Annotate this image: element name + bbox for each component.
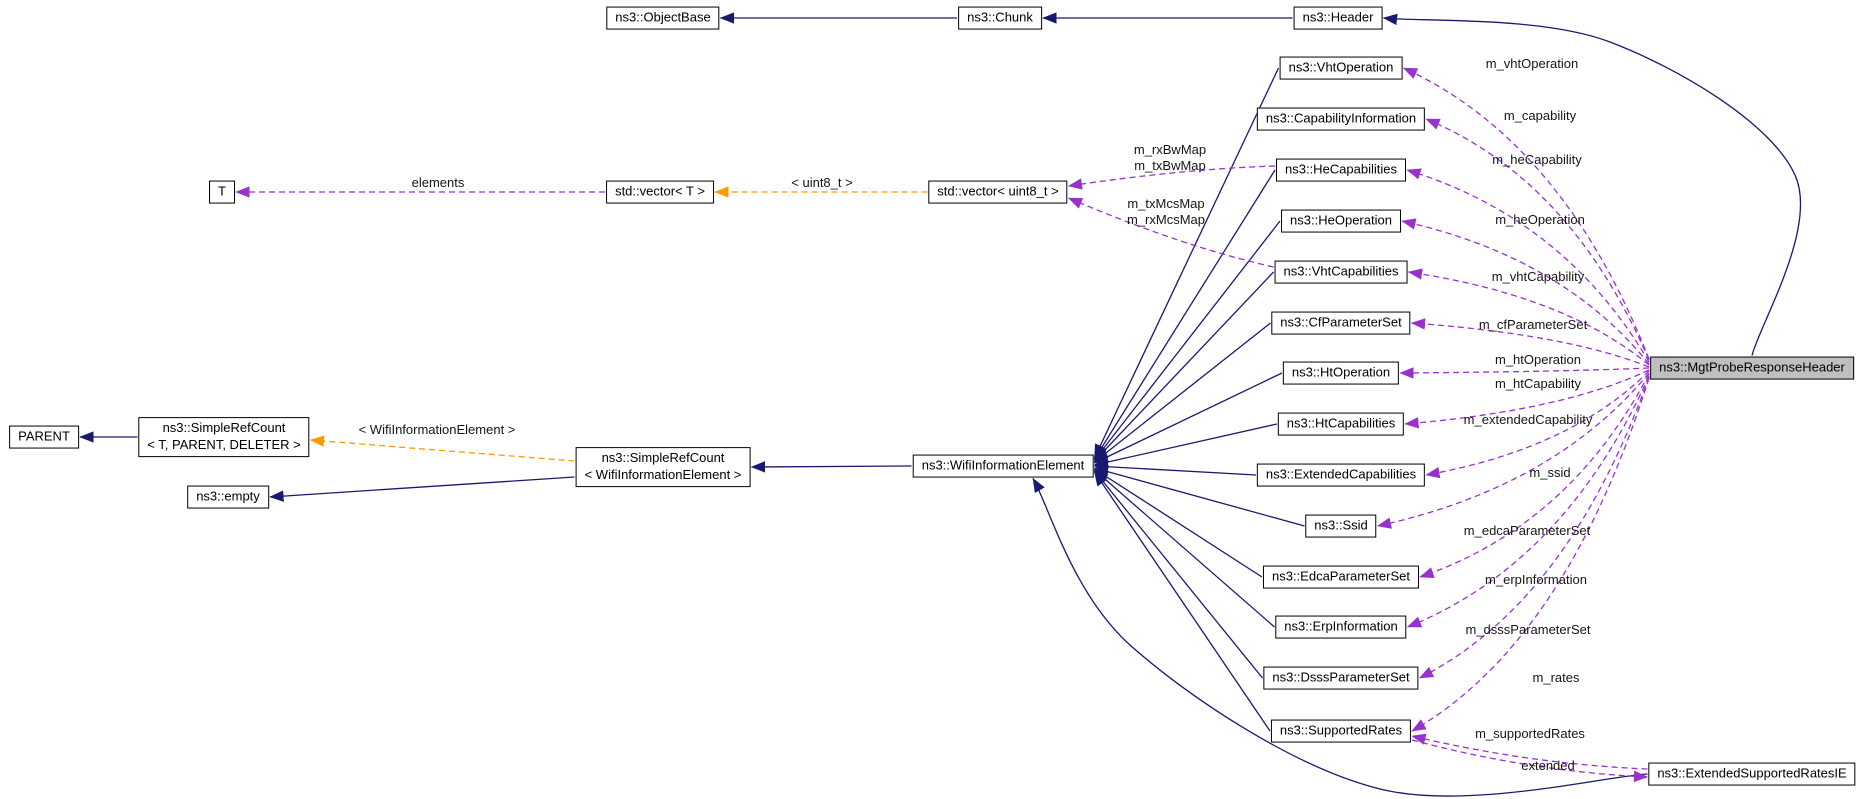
class-node-vectoruint8: std::vector< uint8_t > [928,180,1068,204]
edge-label-m_rxBwMap: m_rxBwMap m_txBwMap [1133,141,1207,173]
edge-mgt-header [1382,13,1802,356]
edge-mgt-ssid [1376,372,1650,529]
class-node-vhtcapabilities[interactable]: ns3::VhtCapabilities [1274,260,1408,284]
edge-erpinformation-wie [1093,469,1275,628]
edge-edcaparameterset-wie [1093,468,1263,578]
edge-heoperation-wie [1093,220,1281,461]
edge-label-m_heCapability: m_heCapability [1492,151,1582,167]
edge-label-m_ssid: m_ssid [1529,464,1571,480]
class-node-parent: PARENT [9,425,79,449]
class-node-srcgen[interactable]: ns3::SimpleRefCount < T, PARENT, DELETER… [138,417,310,457]
edge-vhtoperation-wie [1093,67,1280,459]
edge-label-extended: extended [1521,757,1575,773]
class-node-cfparameterset[interactable]: ns3::CfParameterSet [1271,311,1411,335]
class-node-htoperation[interactable]: ns3::HtOperation [1282,361,1400,385]
class-node-erpinformation[interactable]: ns3::ErpInformation [1275,615,1407,639]
class-node-extie[interactable]: ns3::ExtendedSupportedRatesIE [1648,762,1856,786]
edge-supportedrates-wie [1093,471,1271,732]
class-node-extendedcapabilities[interactable]: ns3::ExtendedCapabilities [1256,463,1426,487]
class-node-header[interactable]: ns3::Header [1293,6,1383,30]
edge-label-tmpl-wie: < WifiInformationElement > [358,421,516,437]
class-node-heoperation[interactable]: ns3::HeOperation [1281,209,1401,233]
edge-label-m_htCapability: m_htCapability [1495,375,1581,391]
class-node-capabilityinformation[interactable]: ns3::CapabilityInformation [1256,107,1426,131]
edge-label-m_dsssParameterSet: m_dsssParameterSet [1465,621,1591,637]
edge-mgt-htoperation [1399,367,1650,379]
edge-mgt-supportedrates [1411,377,1650,732]
edge-label-elements: elements [411,174,465,190]
edge-cfparameterset-wie [1093,322,1271,463]
edge-label-m_cfParameterSet: m_cfParameterSet [1478,316,1588,332]
edge-label-m_capability: m_capability [1503,107,1577,123]
edge-htoperation-wie [1093,372,1283,464]
edge-label-m_vhtCapability: m_vhtCapability [1491,268,1585,284]
edge-htcapabilities-wie [1093,423,1278,468]
class-node-srcwie[interactable]: ns3::SimpleRefCount < WifiInformationEle… [575,447,751,487]
edge-vhtcapabilities-wie [1094,271,1274,462]
class-node-vectort: std::vector< T > [606,180,714,204]
edge-label-m_erpInformation: m_erpInformation [1485,571,1587,587]
class-node-empty[interactable]: ns3::empty [187,485,269,509]
edge-mgt-hecapabilities [1406,168,1650,363]
edge-label-m_extendedCapability: m_extendedCapability [1463,411,1593,427]
class-node-chunk[interactable]: ns3::Chunk [958,6,1042,30]
edge-srcwie-srcgen [309,435,575,462]
class-node-edcaparameterset[interactable]: ns3::EdcaParameterSet [1262,565,1420,589]
edge-label-m_vhtOperation: m_vhtOperation [1485,55,1579,71]
class-node-hecapabilities[interactable]: ns3::HeCapabilities [1275,158,1407,182]
class-node-t: T [209,180,235,204]
class-node-wie[interactable]: ns3::WifiInformationElement [912,454,1094,478]
edge-dsssparameterset-wie [1093,470,1264,679]
class-node-supportedrates[interactable]: ns3::SupportedRates [1270,719,1412,743]
edge-mgt-heoperation [1401,218,1650,365]
edge-extendedcapabilities-wie [1093,461,1257,476]
edge-label-tmpl-uint8: < uint8_t > [791,174,853,190]
class-node-ssid[interactable]: ns3::Ssid [1305,514,1377,538]
edge-label-m_htOperation: m_htOperation [1495,351,1581,367]
edge-label-m_supportedRates: m_supportedRates [1475,725,1585,741]
edge-label-m_edcaParameterSet: m_edcaParameterSet [1463,522,1591,538]
class-node-mgt[interactable]: ns3::MgtProbeResponseHeader [1650,356,1854,380]
class-node-dsssparameterset[interactable]: ns3::DsssParameterSet [1263,666,1419,690]
edge-label-m_heOperation: m_heOperation [1495,211,1585,227]
class-node-objectbase[interactable]: ns3::ObjectBase [606,6,720,30]
class-node-htcapabilities[interactable]: ns3::HtCapabilities [1277,412,1405,436]
edge-wie-srcwie [750,461,912,473]
edge-label-m_txMcsMap: m_txMcsMap m_rxMcsMap [1126,195,1206,227]
edge-srcwie-empty [269,476,575,502]
edge-label-m_rates: m_rates [1532,669,1580,685]
class-node-vhtoperation[interactable]: ns3::VhtOperation [1279,56,1403,80]
